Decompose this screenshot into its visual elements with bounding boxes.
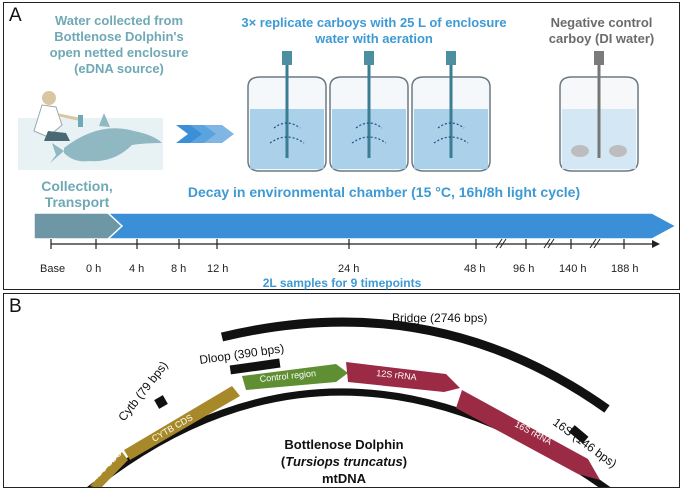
collection-label-line: Transport	[44, 194, 110, 210]
control-caption-line: carboy (DI water)	[548, 31, 655, 46]
bridge-amplicon-bar	[220, 317, 610, 413]
source-caption-line: open netted enclosure	[49, 45, 189, 60]
species-common-name: Bottlenose Dolphin	[284, 437, 403, 452]
s16-amplicon-bar	[568, 425, 589, 444]
segment-nd6-cds	[90, 452, 128, 487]
timeline-axis	[50, 238, 660, 249]
segment-16s-rrna	[456, 390, 600, 480]
replicate-carboy-2	[329, 51, 409, 172]
segment-cytb-cds	[124, 386, 240, 460]
panel-a-label: A	[9, 5, 22, 26]
control-carboy	[559, 51, 639, 172]
collection-label-line: Collection,	[41, 178, 113, 194]
timepoint-label: 4 h	[129, 263, 144, 275]
timeline-ticks	[50, 239, 625, 249]
replicate-caption: 3× replicate carboys with 25 L of enclos…	[224, 15, 524, 47]
panel-a: A Water collected from Bottlenose Dolphi…	[3, 2, 680, 290]
timepoint-label: 96 h	[513, 263, 534, 275]
segment-label-12s: 12S rRNA	[376, 368, 417, 382]
decay-arrow	[106, 212, 678, 240]
bridge-label: Bridge (2746 bps)	[392, 311, 487, 325]
scientist-dolphin-illustration	[18, 91, 163, 170]
cytb-amplicon-bar	[154, 395, 168, 409]
species-scientific-name: (Tursiops truncatus)	[281, 454, 407, 469]
source-caption-line: Water collected from	[54, 13, 184, 28]
axis-break-1	[495, 238, 507, 249]
segment-12s-rrna	[346, 362, 460, 392]
collection-label: Collection, Transport	[32, 178, 122, 210]
timepoint-label: 140 h	[559, 263, 587, 275]
panel-b: B Bridge (2746 bps) Dloop (390 bps) Cytb…	[3, 293, 680, 488]
segment-control-region	[242, 364, 348, 390]
axis-break-2	[543, 238, 555, 249]
control-caption: Negative control carboy (DI water)	[529, 15, 674, 47]
cytb-label: Cytb (79 bps)	[115, 358, 170, 423]
flow-chevrons	[176, 125, 234, 143]
replicate-carboy-1	[247, 51, 327, 172]
replicate-carboy-3	[411, 51, 491, 172]
axis-break-3	[589, 238, 601, 249]
decay-label: Decay in environmental chamber (15 °C, 1…	[187, 184, 581, 200]
panel-b-label: B	[9, 296, 22, 317]
source-caption-line: Bottlenose Dolphin's	[54, 29, 184, 44]
source-caption: Water collected from Bottlenose Dolphin'…	[24, 13, 214, 77]
timepoint-label: 12 h	[207, 263, 228, 275]
timepoint-label: 0 h	[86, 263, 101, 275]
source-caption-line: (eDNA source)	[74, 61, 164, 76]
timepoint-label: Base	[40, 263, 65, 275]
samples-label: 2L samples for 9 timepoints	[263, 276, 422, 290]
timepoint-label: 24 h	[338, 263, 359, 275]
replicate-caption-line: water with aeration	[315, 31, 433, 46]
timepoint-label: 8 h	[171, 263, 186, 275]
timepoint-label: 188 h	[611, 263, 639, 275]
species-genome-type: mtDNA	[322, 471, 367, 486]
panel-a-graphics: Base 0 h 4 h 8 h 12 h 24 h 48 h 96 h 140…	[18, 51, 678, 290]
dloop-amplicon-bar	[229, 358, 281, 375]
control-caption-line: Negative control	[550, 15, 653, 30]
mtdna-map: Bridge (2746 bps) Dloop (390 bps) Cytb (…	[87, 311, 619, 487]
replicate-caption-line: 3× replicate carboys with 25 L of enclos…	[241, 15, 507, 30]
timepoint-label: 48 h	[464, 263, 485, 275]
